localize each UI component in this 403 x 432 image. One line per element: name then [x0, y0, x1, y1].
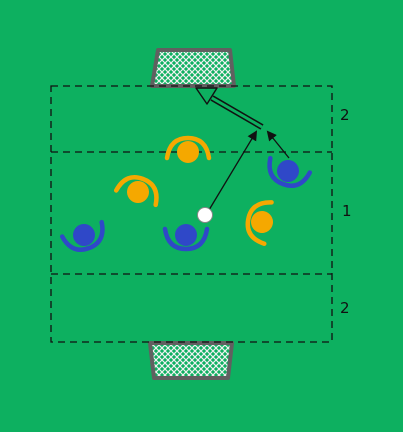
- ball-icon: [197, 207, 213, 223]
- player-yellow-left: [113, 175, 159, 208]
- player-blue-center: [162, 224, 210, 252]
- pass-arrow-icon: [208, 130, 258, 211]
- zone-label-bottom: 2: [340, 299, 350, 317]
- players-layer: [59, 135, 313, 252]
- shot-arrow-icon: [195, 87, 264, 130]
- zone-label-middle: 1: [342, 202, 352, 220]
- run-arrow-icon: [266, 130, 290, 159]
- goal-bottom-icon: [148, 341, 234, 380]
- field-outline: [50, 85, 333, 343]
- player-blue-right: [267, 155, 313, 188]
- player-blue-left: [59, 219, 105, 252]
- player-yellow-right: [245, 200, 274, 246]
- goal-top-icon: [150, 48, 236, 88]
- zone-label-top: 2: [340, 106, 350, 124]
- player-yellow-top: [164, 135, 212, 163]
